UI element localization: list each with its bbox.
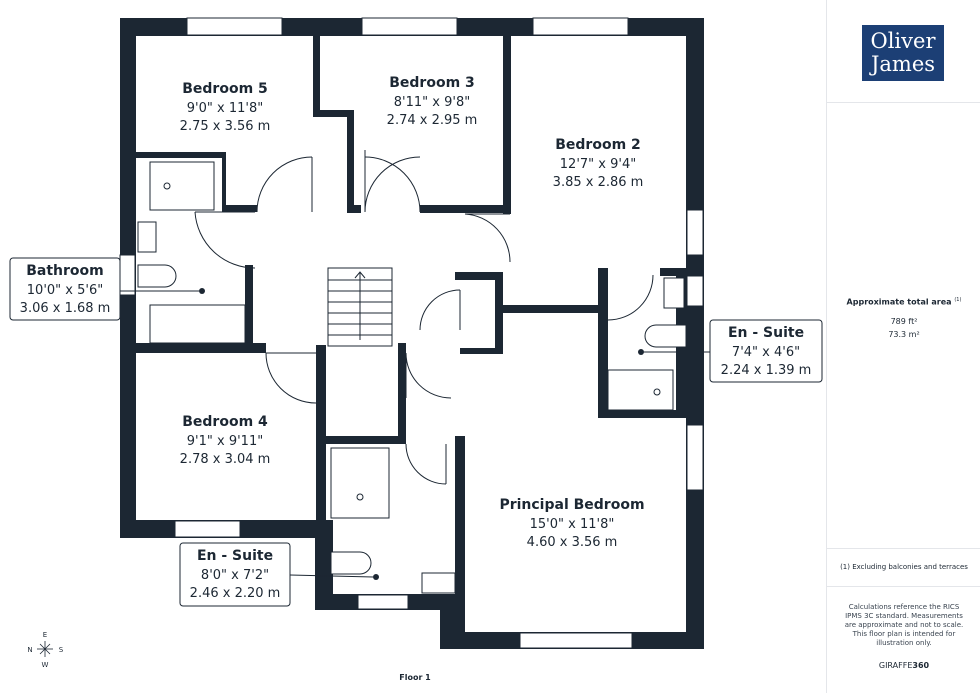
room-name: Bathroom xyxy=(26,263,104,279)
room-dim-metric: 4.60 x 3.56 m xyxy=(527,535,618,550)
callout-bathroom: Bathroom 10'0" x 5'6" 3.06 x 1.68 m xyxy=(9,257,121,321)
compass-icon xyxy=(37,641,53,657)
area-note-marker: (1) xyxy=(954,297,962,303)
floor-plan: Bedroom 5 9'0" x 11'8" 2.75 x 3.56 m Bed… xyxy=(9,17,823,682)
leader-lines xyxy=(120,290,710,578)
area-summary: Approximate total area (1) 789 ft² 73.3 … xyxy=(827,297,980,339)
room-name: En - Suite xyxy=(197,548,273,564)
callout-ensuite-bottom: En - Suite 8'0" x 7'2" 2.46 x 2.20 m xyxy=(179,542,291,607)
room-dim-imperial: 12'7" x 9'4" xyxy=(560,157,636,172)
room-dim-imperial: 15'0" x 11'8" xyxy=(530,517,615,532)
area-sqft: 789 ft² xyxy=(890,316,918,326)
area-sqm: 73.3 m² xyxy=(888,329,920,339)
fixture-markers xyxy=(199,288,644,580)
room-dim-metric: 3.85 x 2.86 m xyxy=(553,175,644,190)
room-dim-imperial: 9'0" x 11'8" xyxy=(187,101,263,116)
room-bedroom2: Bedroom 2 12'7" x 9'4" 3.85 x 2.86 m xyxy=(553,137,644,190)
room-name: Bedroom 3 xyxy=(389,75,475,91)
compass-s: S xyxy=(59,646,64,654)
fixtures xyxy=(137,161,687,594)
room-dim-imperial: 8'11" x 9'8" xyxy=(394,95,470,110)
logo-line-1: Oliver xyxy=(870,29,936,53)
windows xyxy=(119,17,704,649)
room-dim-imperial: 10'0" x 5'6" xyxy=(27,283,103,298)
room-dim-metric: 2.74 x 2.95 m xyxy=(387,113,478,128)
divider xyxy=(827,102,980,103)
giraffe360-brand: GIRAFFE360 xyxy=(878,661,930,670)
room-name: En - Suite xyxy=(728,325,804,341)
room-dim-metric: 2.78 x 3.04 m xyxy=(180,452,271,467)
room-name: Bedroom 5 xyxy=(182,81,268,97)
room-bedroom3: Bedroom 3 8'11" x 9'8" 2.74 x 2.95 m xyxy=(387,75,478,128)
room-bedroom5: Bedroom 5 9'0" x 11'8" 2.75 x 3.56 m xyxy=(180,81,271,134)
floor-label: Floor 1 xyxy=(399,673,431,682)
room-principal-bedroom: Principal Bedroom 15'0" x 11'8" 4.60 x 3… xyxy=(499,497,644,550)
brand-logo: Oliver James xyxy=(862,25,944,81)
footnote: (1) Excluding balconies and terraces xyxy=(840,563,968,571)
compass-e: E xyxy=(43,631,47,639)
room-dim-imperial: 7'4" x 4'6" xyxy=(732,345,800,360)
disclaimer: Calculations reference the RICS IPMS 3C … xyxy=(844,603,964,647)
divider xyxy=(827,548,980,549)
room-name: Bedroom 2 xyxy=(555,137,641,153)
staircase xyxy=(327,267,393,347)
info-sidebar: Oliver James Approximate total area (1) … xyxy=(826,0,980,693)
room-name: Bedroom 4 xyxy=(182,414,268,430)
room-bedroom4: Bedroom 4 9'1" x 9'11" 2.78 x 3.04 m xyxy=(180,414,271,467)
compass-w: W xyxy=(42,661,49,669)
callout-ensuite-right: En - Suite 7'4" x 4'6" 2.24 x 1.39 m xyxy=(709,319,823,383)
room-dim-imperial: 9'1" x 9'11" xyxy=(187,434,263,449)
room-dim-metric: 2.24 x 1.39 m xyxy=(721,363,812,378)
room-dim-metric: 3.06 x 1.68 m xyxy=(20,301,111,316)
doors xyxy=(194,150,654,485)
room-dim-metric: 2.46 x 2.20 m xyxy=(190,586,281,601)
divider xyxy=(827,586,980,587)
compass-n: N xyxy=(27,646,32,654)
room-dim-imperial: 8'0" x 7'2" xyxy=(201,568,269,583)
room-name: Principal Bedroom xyxy=(499,497,644,513)
room-dim-metric: 2.75 x 3.56 m xyxy=(180,119,271,134)
area-title: Approximate total area (1) xyxy=(846,297,962,307)
logo-line-2: James xyxy=(870,52,936,76)
